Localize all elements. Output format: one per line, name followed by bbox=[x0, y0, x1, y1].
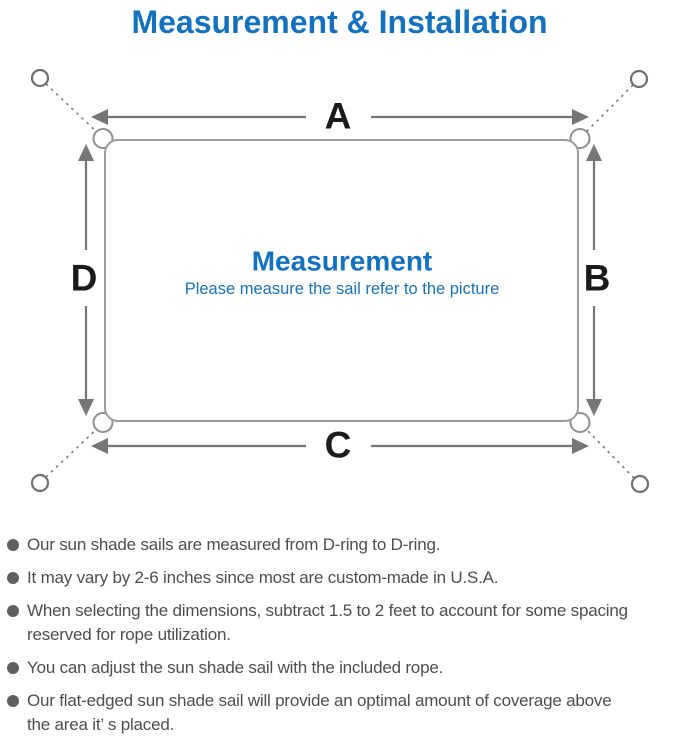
anchor-point-icon-top-right bbox=[629, 69, 649, 89]
bullet-icon bbox=[7, 605, 19, 617]
list-item: It may vary by 2-6 inches since most are… bbox=[7, 566, 673, 590]
sail-outline bbox=[104, 139, 579, 422]
dimension-label-d: D bbox=[71, 258, 98, 299]
sail-measurement-diagram: A B C D Measurement Please measure the s… bbox=[30, 68, 650, 494]
bullet-icon bbox=[7, 539, 19, 551]
arrowhead-left-icon bbox=[91, 109, 108, 125]
tether-line-top-right bbox=[581, 84, 634, 137]
note-text: When selecting the dimensions, subtract … bbox=[27, 601, 628, 644]
arrowhead-up-icon bbox=[78, 144, 94, 161]
list-item: Our sun shade sails are measured from D-… bbox=[7, 533, 673, 557]
list-item: When selecting the dimensions, subtract … bbox=[7, 599, 673, 647]
note-text: Our sun shade sails are measured from D-… bbox=[27, 535, 441, 554]
dimension-label-a: A bbox=[325, 96, 352, 137]
bullet-icon bbox=[7, 662, 19, 674]
d-ring-icon-bottom-right bbox=[569, 412, 591, 433]
note-text: You can adjust the sun shade sail with t… bbox=[27, 658, 444, 677]
dimension-arrow-c bbox=[91, 438, 589, 454]
dimension-arrow-d bbox=[78, 144, 94, 416]
tether-line-bottom-right bbox=[581, 424, 635, 479]
dimension-label-b: B bbox=[584, 258, 611, 299]
tether-line-top-left bbox=[45, 83, 102, 137]
note-text: Our flat-edged sun shade sail will provi… bbox=[27, 691, 612, 734]
d-ring-icon-top-right bbox=[569, 128, 591, 149]
note-text: It may vary by 2-6 inches since most are… bbox=[27, 568, 499, 587]
list-item: Our flat-edged sun shade sail will provi… bbox=[7, 689, 673, 737]
bullet-icon bbox=[7, 695, 19, 707]
notes-list: Our sun shade sails are measured from D-… bbox=[0, 505, 679, 737]
dimension-arrow-a bbox=[91, 109, 589, 125]
diagram-center-title: Measurement bbox=[252, 246, 433, 277]
anchor-point-icon-bottom-left bbox=[30, 473, 50, 493]
bullet-icon bbox=[7, 572, 19, 584]
dimension-arrow-b bbox=[586, 144, 602, 416]
arrowhead-right-icon bbox=[572, 109, 589, 125]
anchor-point-icon-top-left bbox=[30, 68, 50, 88]
d-ring-icon-top-left bbox=[92, 128, 114, 149]
arrowhead-left-icon bbox=[91, 438, 108, 454]
arrowhead-right-icon bbox=[572, 438, 589, 454]
page-title: Measurement & Installation bbox=[131, 4, 548, 40]
anchor-point-icon-bottom-right bbox=[630, 474, 650, 494]
dimension-label-c: C bbox=[325, 425, 352, 466]
arrowhead-down-icon bbox=[586, 399, 602, 416]
arrowhead-down-icon bbox=[78, 399, 94, 416]
tether-line-bottom-left bbox=[45, 424, 102, 478]
d-ring-icon-bottom-left bbox=[92, 412, 114, 433]
diagram-center-subtitle: Please measure the sail refer to the pic… bbox=[185, 280, 500, 298]
arrowhead-up-icon bbox=[586, 144, 602, 161]
list-item: You can adjust the sun shade sail with t… bbox=[7, 656, 673, 680]
